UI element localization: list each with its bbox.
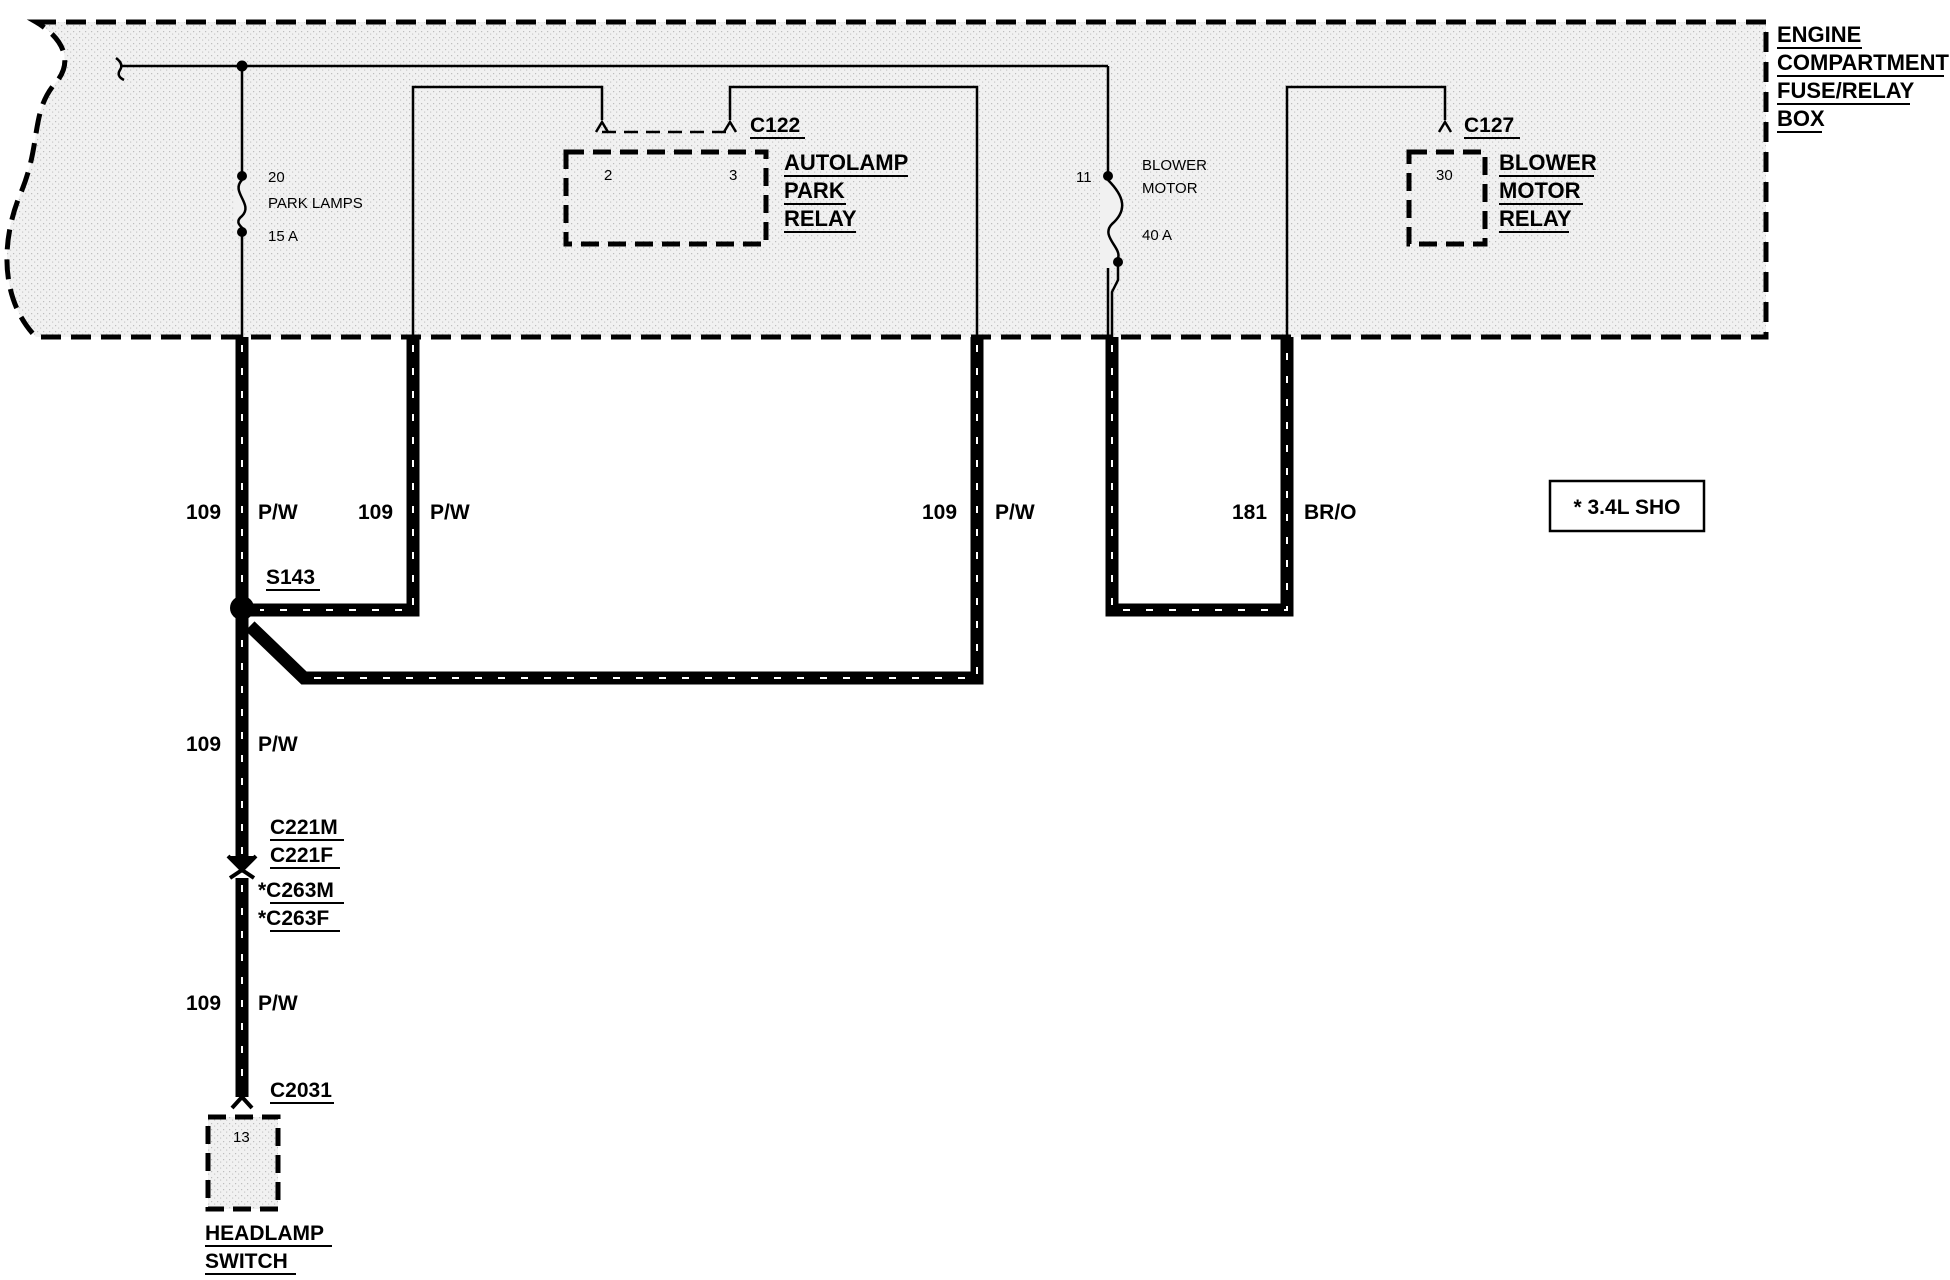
fuse-box-label: ENGINE COMPARTMENT FUSE/RELAY BOX: [1777, 22, 1949, 133]
harness-wires: [235, 337, 1294, 1097]
autolamp-relay-label-line-1: AUTOLAMP: [784, 150, 908, 175]
autolamp-park-relay: C122 2 3 AUTOLAMP PARK RELAY: [563, 114, 908, 247]
connector-c221f-label: C221F: [270, 844, 333, 867]
blower-relay-label-line-3: RELAY: [1499, 206, 1572, 231]
c122-pin-2: 2: [604, 167, 612, 184]
headlamp-switch-label-line-2: SWITCH: [205, 1250, 288, 1273]
connector-c263f-label: *C263F: [258, 907, 329, 930]
blower-relay-label-line-2: MOTOR: [1499, 178, 1581, 203]
blower-motor-relay: C127 30 BLOWER MOTOR RELAY: [1406, 114, 1597, 247]
wire-label-circuit-a: 109: [186, 501, 221, 524]
autolamp-pin3-circuit: [728, 85, 979, 337]
inline-connector-c221-c263: C221M C221F *C263M *C263F: [226, 816, 344, 932]
c127-connector-label: C127: [1464, 114, 1514, 137]
headlamp-switch-pin: 13: [233, 1129, 250, 1146]
wire-label-color-f: P/W: [258, 992, 298, 1015]
bus-junction-dot: [236, 60, 248, 72]
park-lamps-fuse: 20 PARK LAMPS 15 A: [234, 60, 363, 245]
wire-label-circuit-f: 109: [186, 992, 221, 1015]
c122-pin-3: 3: [729, 167, 737, 184]
wire-109-autolamp-pin2: [242, 337, 420, 617]
wire-label-circuit-c: 109: [922, 501, 957, 524]
c122-pin2-terminal: [594, 119, 610, 133]
autolamp-relay-box: [563, 149, 769, 247]
fuse-box-label-line-2: COMPARTMENT: [1777, 50, 1949, 75]
splice-s143: S143: [230, 566, 320, 620]
wire-label-circuit-d: 181: [1232, 501, 1267, 524]
note-text: * 3.4L SHO: [1574, 496, 1681, 519]
blower-fuse-name-line-2: MOTOR: [1142, 180, 1198, 197]
autolamp-pin2-circuit: [411, 85, 604, 337]
park-lamps-fuse-name: PARK LAMPS: [268, 195, 363, 212]
wire-label-color-a: P/W: [258, 501, 298, 524]
splice-dot: [230, 596, 254, 620]
blower-fuse-name-line-1: BLOWER: [1142, 157, 1207, 174]
wire-label-circuit-b: 109: [358, 501, 393, 524]
connector-c263m-label: *C263M: [258, 879, 334, 902]
splice-label: S143: [266, 566, 315, 589]
blower-fuse-rating: 40 A: [1142, 227, 1172, 244]
autolamp-relay-label-line-2: PARK: [784, 178, 845, 203]
wire-labels: 109 P/W 109 P/W 109 P/W 181 BR/O 109 P/W…: [186, 501, 1357, 1015]
fuse-box-label-line-4: BOX: [1777, 106, 1825, 131]
wire-label-color-e: P/W: [258, 733, 298, 756]
headlamp-switch: C2031 13 HEADLAMP SWITCH: [205, 1079, 334, 1275]
internal-circuits: [115, 57, 1453, 337]
wire-label-color-b: P/W: [430, 501, 470, 524]
female-terminal-symbol: [228, 867, 256, 880]
fuse-box-label-line-1: ENGINE: [1777, 22, 1861, 47]
bus-bar-end-symbol: [115, 57, 125, 82]
blower-relay-box: [1406, 149, 1488, 247]
engine-note: * 3.4L SHO: [1548, 479, 1706, 533]
fuse-box-outline: [4, 19, 1769, 340]
connector-c221m-label: C221M: [270, 816, 338, 839]
blower-relay-pin30-circuit: [1285, 85, 1447, 337]
headlamp-switch-label-line-1: HEADLAMP: [205, 1222, 324, 1245]
fuse-box-label-line-3: FUSE/RELAY: [1777, 78, 1915, 103]
park-lamps-fuse-number: 20: [268, 169, 285, 186]
c2031-connector-label: C2031: [270, 1079, 332, 1102]
blower-motor-fuse-element: [1107, 179, 1124, 259]
blower-fuse-number: 11: [1076, 169, 1092, 186]
c122-pin3-terminal: [722, 119, 738, 133]
fuse-relay-box: [4, 19, 1769, 340]
wire-label-color-d: BR/O: [1304, 501, 1357, 524]
park-lamps-fuse-element: [237, 179, 247, 232]
wire-181-blower-loop: [1105, 337, 1294, 617]
wire-label-color-c: P/W: [995, 501, 1035, 524]
blower-motor-fuse: 11 BLOWER MOTOR 40 A: [1076, 157, 1207, 337]
note-box: [1548, 479, 1706, 533]
c127-pin30-terminal: [1437, 119, 1453, 133]
autolamp-relay-label-line-3: RELAY: [784, 206, 857, 231]
c2031-terminal: [230, 1094, 254, 1110]
wire-label-circuit-e: 109: [186, 733, 221, 756]
blower-relay-label-line-1: BLOWER: [1499, 150, 1597, 175]
c122-connector-label: C122: [750, 114, 800, 137]
park-lamps-fuse-rating: 15 A: [268, 228, 298, 245]
headlamp-switch-box: [205, 1114, 281, 1212]
c127-pin-30: 30: [1436, 167, 1453, 184]
